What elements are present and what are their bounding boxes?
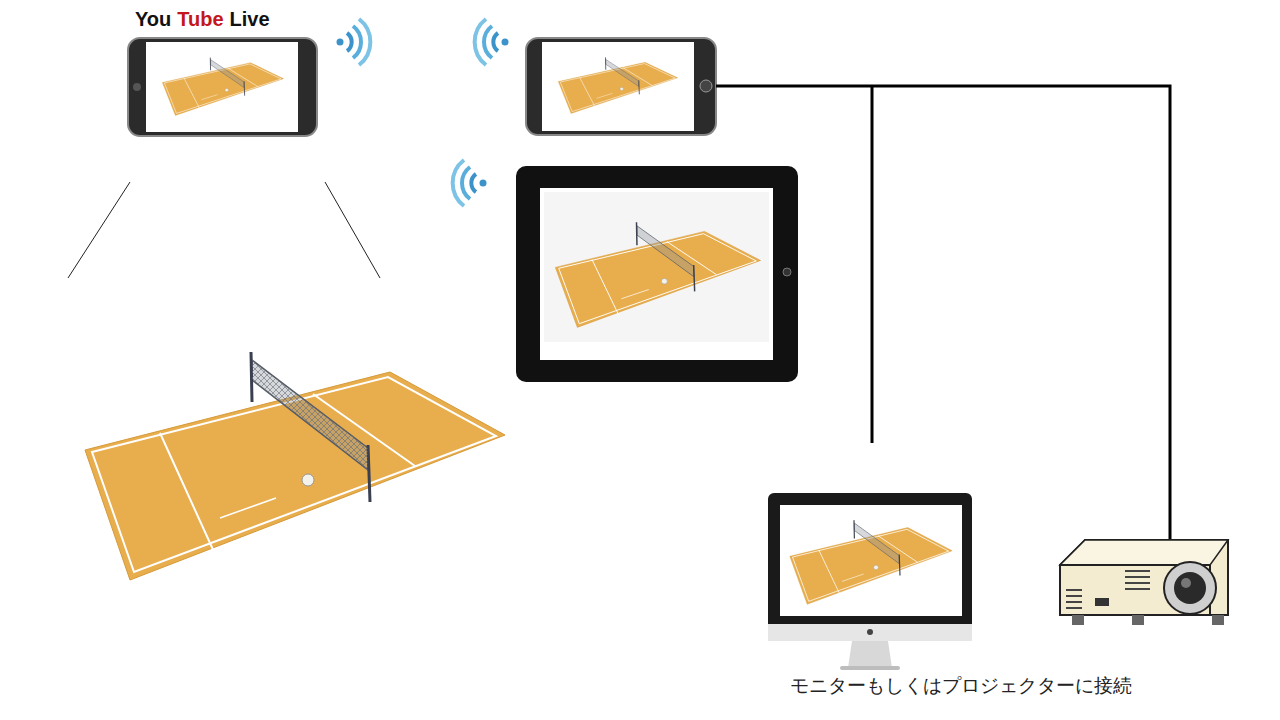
brand-label: You [135, 8, 171, 31]
connection-note: モニターもしくはプロジェクターに接続 [790, 673, 1132, 699]
brand-label: Tube [177, 8, 223, 31]
brand-label: Live [230, 8, 270, 31]
